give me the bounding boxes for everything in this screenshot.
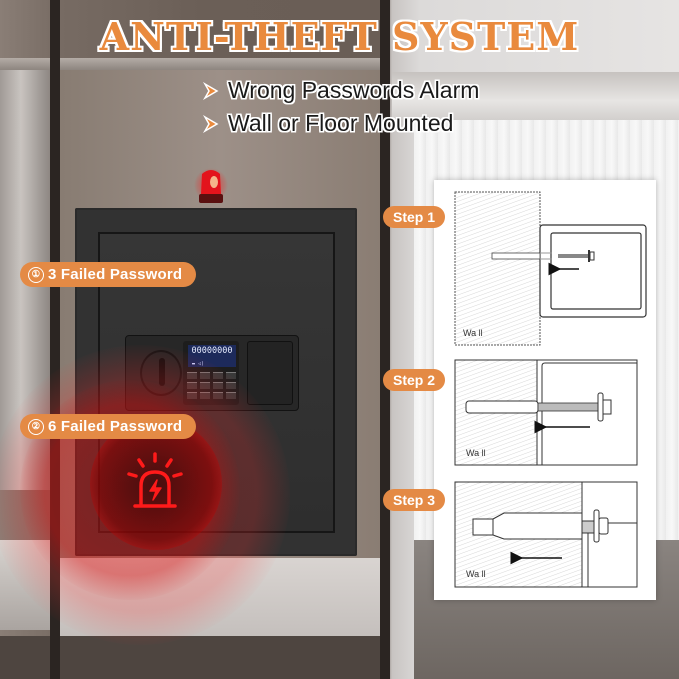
step-1-label: Step 1 bbox=[383, 206, 446, 228]
lcd-digits: 00000000 bbox=[191, 346, 233, 356]
floor bbox=[0, 636, 388, 679]
chevron-right-icon bbox=[202, 114, 220, 133]
wardrobe-frame-left bbox=[50, 0, 60, 679]
step-1-diagram bbox=[454, 191, 647, 346]
installation-steps-panel: Wa ll Wa ll Wa ll bbox=[434, 180, 656, 600]
installation-diagrams bbox=[454, 191, 647, 588]
safe-lock-panel: 00000000 ▬ ◁) bbox=[125, 335, 299, 411]
step-3-label: Step 3 bbox=[383, 489, 446, 511]
alert-label: 6 Failed Password bbox=[48, 418, 183, 435]
wardrobe-frame-right bbox=[380, 0, 390, 679]
wall-label: Wa ll bbox=[466, 569, 486, 579]
feature-list: Wrong Passwords Alarm Wall or Floor Moun… bbox=[202, 74, 479, 140]
alert-label: 3 Failed Password bbox=[48, 266, 183, 283]
battery-speaker-icon: ▬ ◁) bbox=[192, 361, 205, 367]
chevron-right-icon bbox=[202, 81, 220, 100]
siren-alarm-icon bbox=[123, 450, 187, 514]
step-2-diagram bbox=[454, 359, 638, 466]
step-number-2: ② bbox=[28, 419, 44, 435]
feature-item: Wall or Floor Mounted bbox=[202, 107, 479, 140]
step-number-1: ① bbox=[28, 267, 44, 283]
step-2-label: Step 2 bbox=[383, 369, 446, 391]
lcd-display: 00000000 ▬ ◁) bbox=[188, 345, 236, 367]
feature-text: Wrong Passwords Alarm bbox=[228, 77, 480, 103]
keypad-keys[interactable] bbox=[187, 372, 236, 399]
step-3-diagram bbox=[454, 481, 638, 588]
wardrobe-shelf bbox=[0, 58, 388, 70]
wardrobe-drawer bbox=[60, 558, 380, 638]
feature-item: Wrong Passwords Alarm bbox=[202, 74, 479, 107]
keypad: 00000000 ▬ ◁) bbox=[183, 341, 239, 405]
key-cover[interactable] bbox=[247, 341, 293, 405]
page-title: ANTI-THEFT SYSTEM bbox=[99, 14, 580, 59]
feature-text: Wall or Floor Mounted bbox=[228, 110, 454, 136]
wall-label: Wa ll bbox=[463, 328, 483, 338]
red-siren-light-icon bbox=[194, 160, 228, 210]
wall-label: Wa ll bbox=[466, 448, 486, 458]
safe-knob[interactable] bbox=[140, 350, 182, 396]
ceiling-beam bbox=[392, 72, 679, 120]
